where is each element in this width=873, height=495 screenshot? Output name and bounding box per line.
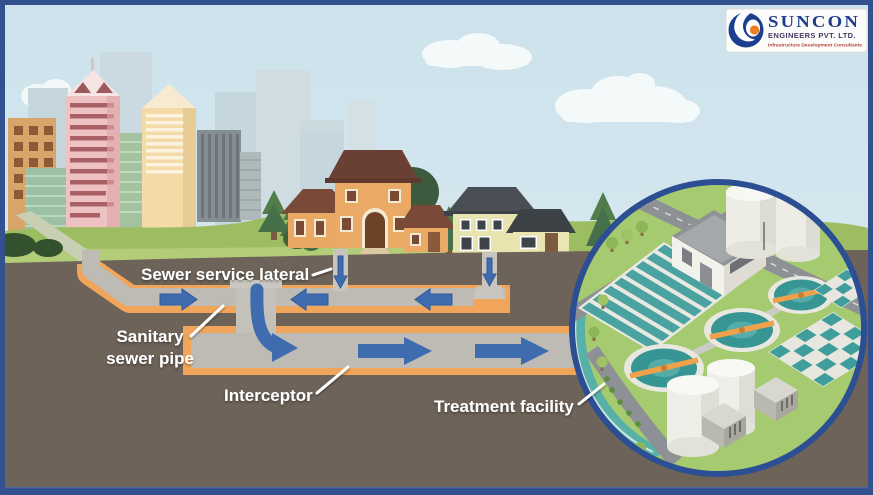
building-pink-tower (66, 58, 120, 236)
flow-arrow-big-right-icon (475, 337, 549, 365)
company-logo: SUNCON ENGINEERS PVT. LTD. Infrastructur… (725, 8, 868, 53)
inset-border-ring (569, 179, 867, 477)
callout-line (315, 365, 350, 395)
city-footpath (16, 211, 101, 262)
clarifier-tank (704, 308, 780, 352)
vent-building (702, 403, 746, 448)
label-sanitary-line1: Sanitary (116, 327, 184, 346)
label-treatment-facility: Treatment facility (434, 397, 574, 416)
vent-building (754, 377, 798, 421)
flow-arrows (159, 255, 549, 365)
label-interceptor: Interceptor (224, 386, 313, 405)
flow-arrow-left-icon (414, 288, 453, 311)
label-sanitary-line2: sewer pipe (106, 349, 194, 368)
house-1 (281, 150, 456, 259)
flow-arrow-curved-icon (250, 283, 281, 353)
callout-line (189, 304, 225, 338)
house-2 (444, 187, 576, 262)
settling-basins (768, 312, 864, 387)
bushes-left (5, 233, 63, 257)
callout-line (311, 267, 333, 277)
logo-subtitle-text: ENGINEERS PVT. LTD. (768, 31, 856, 40)
cloud-middle (422, 33, 532, 70)
flow-arrow-big-right-icon (358, 337, 432, 365)
service-lateral-2-footing (473, 286, 506, 299)
flow-arrow-left-icon (290, 288, 329, 311)
building-cream-tower (142, 84, 196, 230)
flow-arrow-curved-head (272, 333, 298, 362)
diagram-labels: Sewer service lateral Sanitary sewer pip… (106, 265, 606, 416)
logo-card (725, 8, 868, 53)
service-lateral-2-lining (474, 296, 510, 306)
flow-arrow-down-icon (333, 255, 348, 290)
label-sewer-service-lateral: Sewer service lateral (141, 265, 309, 284)
callout-line (577, 382, 606, 406)
cloud-right (555, 73, 700, 123)
logo-brand-text: SUNCON (768, 12, 860, 31)
logo-tagline-text: Infrastructure Development Consultants (768, 43, 862, 48)
treatment-facility-inset (569, 179, 867, 477)
flow-arrow-down-icon (482, 257, 497, 288)
building-light-gray (240, 152, 261, 220)
building-gray (197, 130, 241, 222)
city-buildings (8, 58, 261, 244)
flow-arrow-right-icon (159, 288, 198, 311)
logo-mark-icon (728, 10, 764, 48)
